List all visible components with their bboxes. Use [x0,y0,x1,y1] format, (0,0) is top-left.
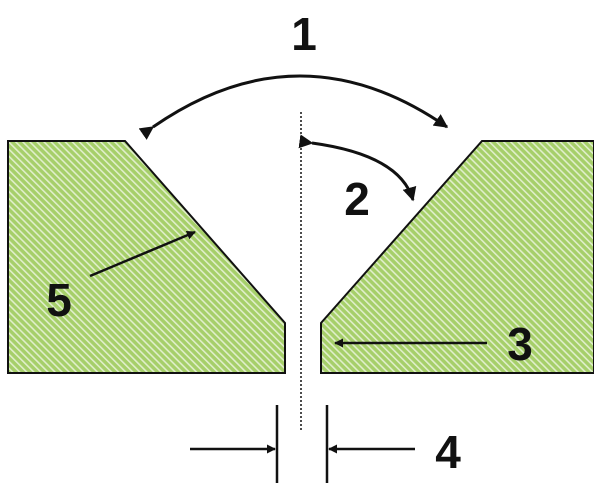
groove-angle-arrow [138,74,449,140]
label-root-face: 3 [507,318,533,370]
right-plate [320,140,594,374]
label-bevel-angle: 2 [344,173,370,225]
groove-face-leader [89,230,196,278]
bevel-angle-arrow [298,134,417,202]
label-groove-face: 5 [46,274,72,326]
label-root-opening: 4 [435,426,461,478]
label-groove-angle: 1 [291,8,317,60]
left-plate [7,140,286,374]
